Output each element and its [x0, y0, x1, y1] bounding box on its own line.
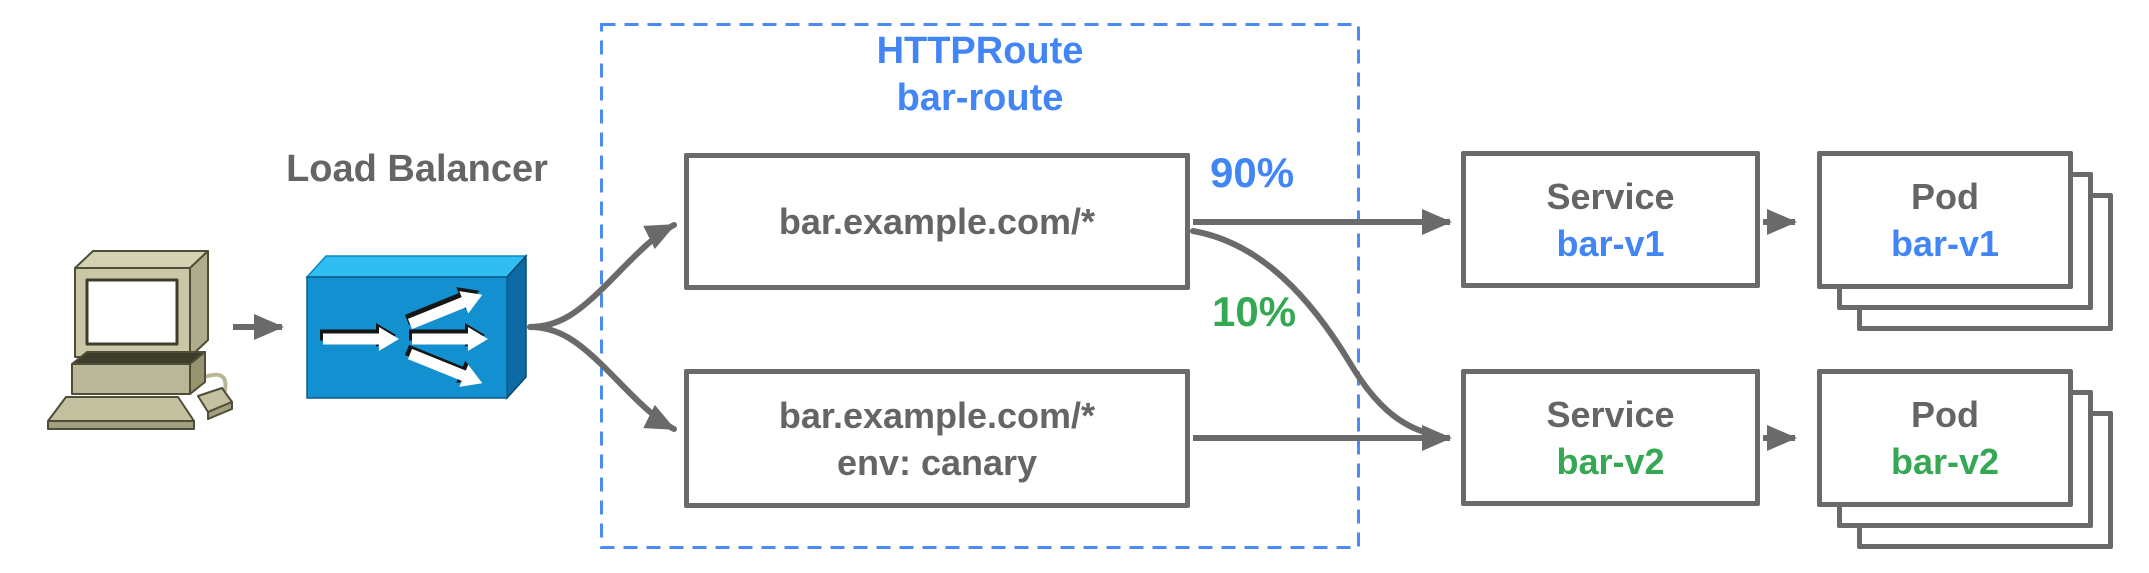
pod-bar-v1-stack: Pod bar-v1 [1817, 151, 2149, 341]
httproute-title-line1: HTTPRoute [876, 30, 1084, 72]
pod-bar-v1-kind: Pod [1911, 176, 1979, 217]
pod-bar-v1-name: bar-v1 [1890, 223, 2000, 264]
route-rule-2-header-match: env: canary [836, 441, 1038, 483]
pod-bar-v2-stack: Pod bar-v2 [1817, 369, 2149, 559]
service-bar-v2-box: Service bar-v2 [1461, 369, 1760, 506]
service-bar-v2-kind: Service [1546, 393, 1675, 435]
service-bar-v1-kind: Service [1546, 175, 1675, 217]
arrow-lb-to-rule2 [527, 324, 677, 432]
pod-bar-v2-name: bar-v2 [1890, 441, 2000, 482]
client-computer-icon [47, 250, 233, 430]
load-balancer-label: Load Balancer [286, 148, 548, 190]
pod-bar-v2-kind: Pod [1911, 394, 1979, 435]
pod-bar-v2-box: Pod bar-v2 [1817, 369, 2073, 507]
route-rule-2-box: bar.example.com/* env: canary [684, 369, 1190, 508]
weight-label-90: 90% [1210, 149, 1295, 196]
httproute-title-line2: bar-route [896, 77, 1064, 119]
pod-bar-v1-box: Pod bar-v1 [1817, 151, 2073, 289]
route-rule-1-match: bar.example.com/* [778, 201, 1096, 242]
load-balancer-icon [305, 254, 528, 400]
weight-label-10: 10% [1212, 288, 1297, 335]
curve-rule1-to-service2 [1190, 228, 1439, 438]
httproute-group-title: HTTPRoute bar-route [600, 28, 1360, 122]
route-rule-2-match: bar.example.com/* [778, 394, 1096, 436]
service-bar-v1-name: bar-v1 [1556, 222, 1665, 264]
httproute-group-border [600, 23, 1360, 549]
route-rule-1-box: bar.example.com/* [684, 153, 1190, 290]
service-bar-v2-name: bar-v2 [1556, 440, 1665, 482]
arrow-lb-to-rule1 [527, 222, 677, 330]
service-bar-v1-box: Service bar-v1 [1461, 151, 1760, 288]
